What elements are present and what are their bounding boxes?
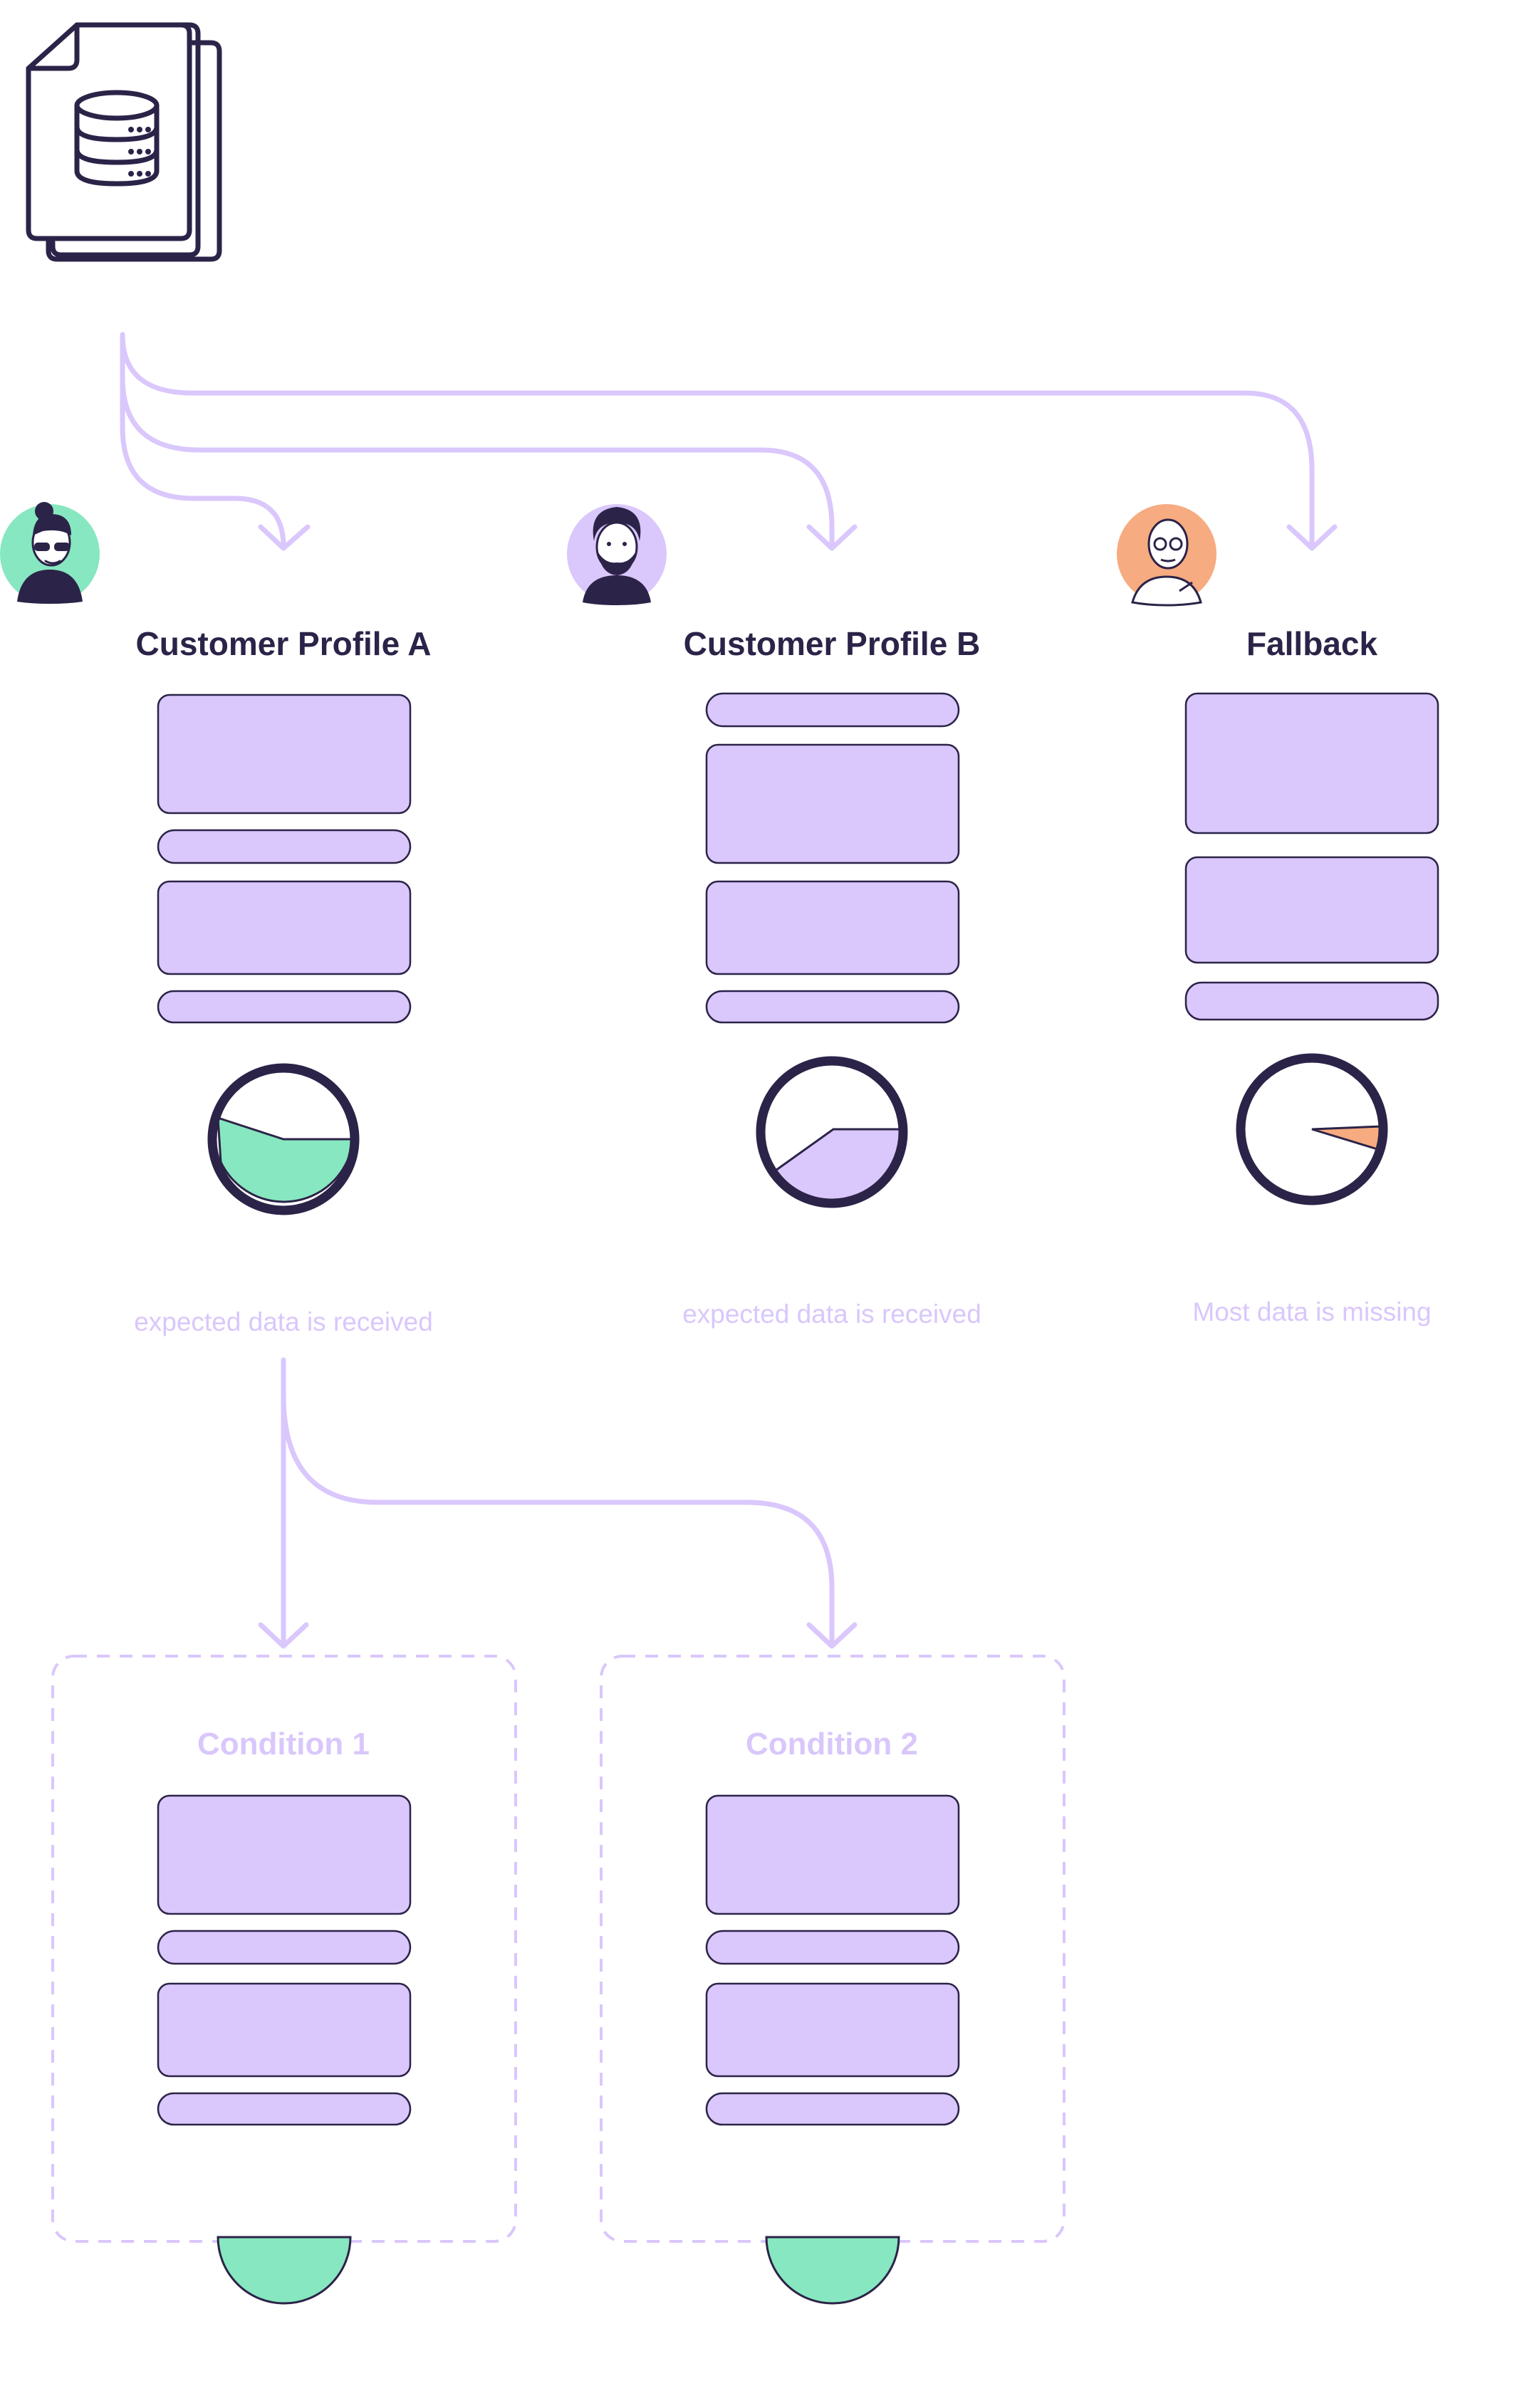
arrowhead-fallback (1286, 524, 1338, 551)
arrowhead-condition-1 (258, 1622, 309, 1649)
data-gauge-b (756, 1056, 908, 1208)
data-gauge-a (207, 1063, 360, 1215)
arrowhead-profile-a (258, 524, 311, 551)
content-block (705, 2092, 960, 2126)
sunglasses-icon (34, 543, 50, 551)
profile-a-content-blocks (157, 693, 412, 1024)
data-gauge-fallback (1236, 1053, 1388, 1205)
content-block (705, 880, 960, 975)
content-block (1184, 981, 1439, 1021)
avatar-sunglasses-woman (0, 502, 100, 604)
content-block (705, 1794, 960, 1915)
status-label-fallback: Most data is missing (1192, 1297, 1431, 1326)
flow-to-condition-2 (281, 1393, 835, 1648)
fallback-content-blocks (1184, 692, 1439, 1021)
avatar-bald-man (1117, 504, 1216, 607)
content-block (157, 880, 412, 975)
condition-2-panel: Condition 2 (600, 1655, 1065, 2305)
condition-indicator-1 (217, 2236, 352, 2305)
content-block (1184, 856, 1439, 964)
content-block (157, 829, 412, 864)
status-label-b: expected data is received (682, 1299, 981, 1329)
condition-indicator-2 (765, 2236, 900, 2305)
content-block (705, 743, 960, 864)
avatar-bearded-man (567, 504, 667, 605)
status-label-a: expected data is received (134, 1307, 433, 1336)
condition-1-panel: Condition 1 (51, 1655, 517, 2305)
profile-b-content-blocks (705, 692, 960, 1024)
content-block (157, 1982, 412, 2078)
profile-title-b: Customer Profile B (684, 625, 981, 662)
content-block (157, 1930, 412, 1965)
arrowhead-profile-b (806, 524, 858, 551)
content-block (705, 990, 960, 1024)
condition-flow-connectors (258, 1357, 858, 1649)
condition-title-2: Condition 2 (746, 1727, 918, 1761)
profile-title-fallback: Fallback (1246, 625, 1378, 662)
condition-title-1: Condition 1 (197, 1727, 370, 1761)
database-file-icon (26, 22, 222, 262)
profile-title-a: Customer Profile A (136, 625, 432, 662)
source-flow-connectors (120, 332, 1338, 551)
content-block (157, 990, 412, 1024)
content-block (705, 1930, 960, 1965)
content-block (705, 692, 960, 728)
database-icon (74, 90, 160, 187)
glasses-icon (1153, 537, 1167, 551)
content-block (1184, 692, 1439, 834)
content-block (705, 1982, 960, 2078)
content-block (157, 1794, 412, 1915)
content-block (157, 693, 412, 815)
flow-to-fallback (120, 332, 1315, 550)
flow-to-profile-b (120, 332, 835, 550)
flow-to-profile-a (120, 332, 286, 550)
content-block (157, 2092, 412, 2126)
arrowhead-condition-2 (806, 1622, 858, 1649)
